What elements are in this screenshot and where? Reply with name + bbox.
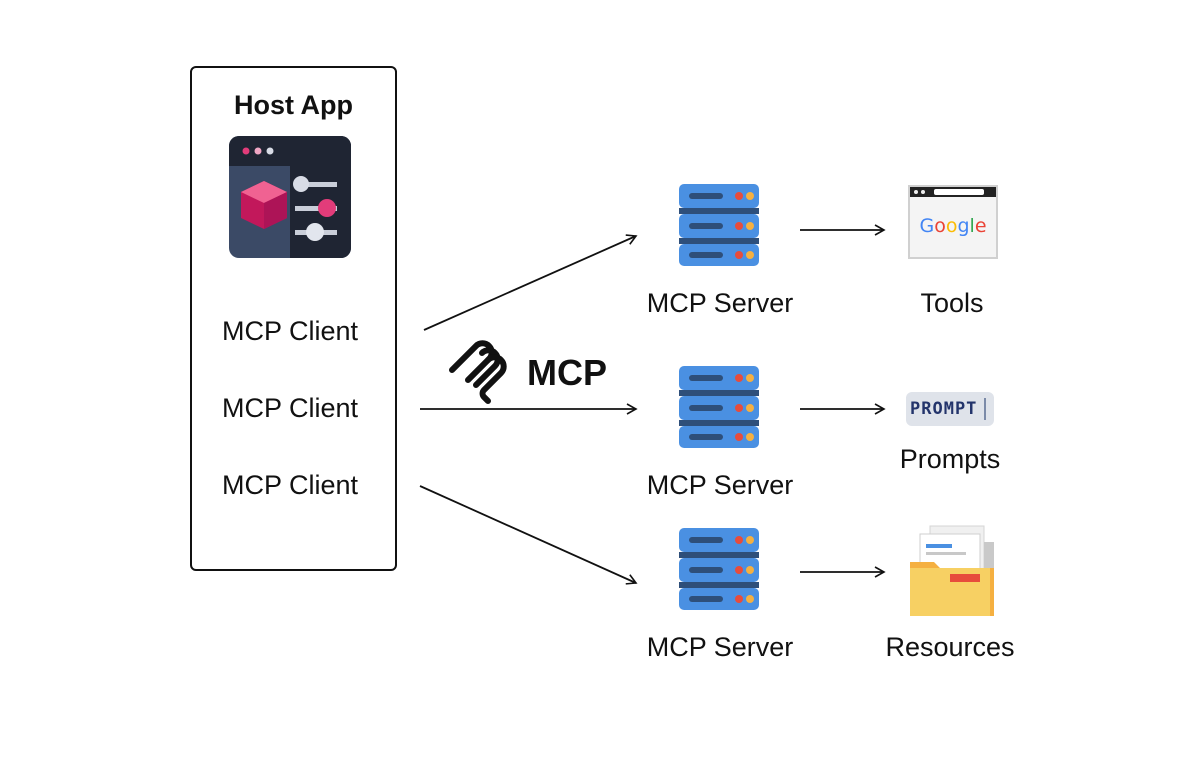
mcp-server-label-1: MCP Server (646, 288, 794, 318)
server-rack-icon (679, 528, 759, 610)
prompt-tag-text: PROMPT (910, 399, 978, 419)
host-app-title: Host App (234, 90, 353, 120)
server-rack-icon (679, 184, 759, 266)
host-app-window-icon (229, 136, 351, 258)
tools-label: Tools (920, 288, 984, 318)
server-rack-icon (679, 366, 759, 448)
browser-google-icon: Google (908, 185, 998, 259)
mcp-server-label-3: MCP Server (646, 632, 794, 662)
resources-label: Resources (885, 632, 1015, 662)
folder-documents-icon (910, 525, 994, 616)
mcp-protocol-label: MCP (527, 352, 607, 393)
mcp-server-label-2: MCP Server (646, 470, 794, 500)
prompt-tag-icon: PROMPT (906, 392, 994, 426)
host-app-container (190, 66, 397, 571)
arrow-client-to-server-1 (423, 234, 638, 331)
mcp-client-3: MCP Client (221, 470, 359, 500)
arrow-client-to-server-3 (419, 485, 638, 585)
mcp-client-1: MCP Client (221, 316, 359, 346)
mcp-client-2: MCP Client (221, 393, 359, 423)
mcp-logo-icon (449, 340, 507, 404)
google-wordmark: Google (919, 215, 987, 237)
prompts-label: Prompts (899, 444, 1001, 474)
